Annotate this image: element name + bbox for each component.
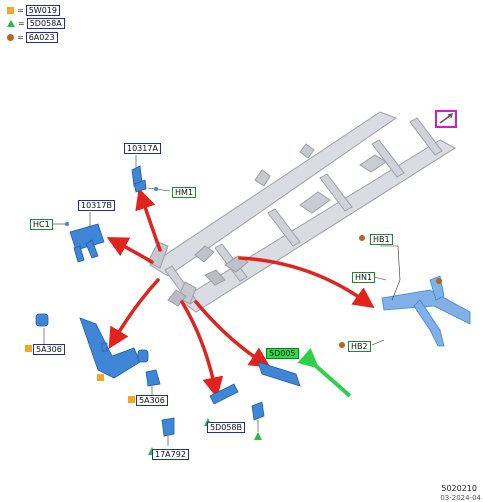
callout-5a306-left: 5A306 [33, 344, 65, 355]
brown-circle-icon [7, 33, 14, 41]
body-mount-small [145, 369, 161, 387]
callout-5a306-bottom: 5A306 [136, 395, 168, 406]
document-number: 5020210 [441, 484, 477, 493]
legend-equals: = [17, 32, 24, 42]
callout-hc1: HC1 [30, 219, 53, 230]
callout-5d058b: 5D058B [207, 422, 246, 433]
callout-17a792: 17A792 [152, 449, 189, 460]
brown-circle-icon [339, 342, 345, 348]
orange-square-icon [97, 374, 104, 381]
callout-5d005: 5D005 [266, 348, 299, 359]
callout-10317a: 10317A [124, 143, 161, 154]
component-5d005 [257, 361, 301, 387]
arrow-to-5d005 [194, 300, 271, 368]
orange-square-icon [7, 6, 14, 14]
red-arrows [106, 188, 375, 399]
arrow-to-bracket-10317b [106, 237, 154, 264]
orange-square-icon [25, 345, 32, 352]
callout-hm1: HM1 [172, 187, 197, 198]
arrow-to-mount-left [108, 278, 160, 350]
body-mount-left [35, 313, 149, 379]
green-pointer-arrow [297, 347, 352, 398]
legend-code: 6A023 [25, 31, 58, 43]
crossmember-5d058b [161, 383, 265, 437]
green-triangle-icon [254, 432, 262, 440]
legend-code: 5D058A [26, 17, 65, 29]
orange-square-icon [128, 396, 135, 403]
green-triangle-icon [7, 19, 15, 27]
legend-item-5w019: = 5W019 [7, 4, 60, 16]
brown-circle-icon [359, 235, 365, 241]
legend-item-5d058a: = 5D058A [7, 17, 65, 29]
legend-equals: = [18, 18, 25, 28]
document-date: 03-2024-04 [440, 494, 481, 502]
bracket-10317b [69, 223, 105, 263]
legend-code: 5W019 [25, 4, 60, 16]
arrow-to-bracket-10317a [135, 188, 162, 252]
callout-hn1: HN1 [352, 272, 376, 283]
vehicle-frame [147, 111, 456, 313]
bracket-10317a [131, 165, 147, 193]
callout-10317b: 10317B [78, 200, 115, 211]
arrow-to-5d058b [180, 300, 224, 399]
frame-view-icon [435, 110, 457, 128]
legend-equals: = [17, 5, 24, 15]
arrow-to-hanger-right [238, 256, 375, 309]
callout-hb1: HB1 [370, 234, 393, 245]
rear-hanger-assembly [381, 275, 471, 347]
brown-circle-icon [436, 278, 442, 284]
legend-item-6a023: = 6A023 [7, 31, 58, 43]
callout-hb2: HB2 [348, 341, 371, 352]
